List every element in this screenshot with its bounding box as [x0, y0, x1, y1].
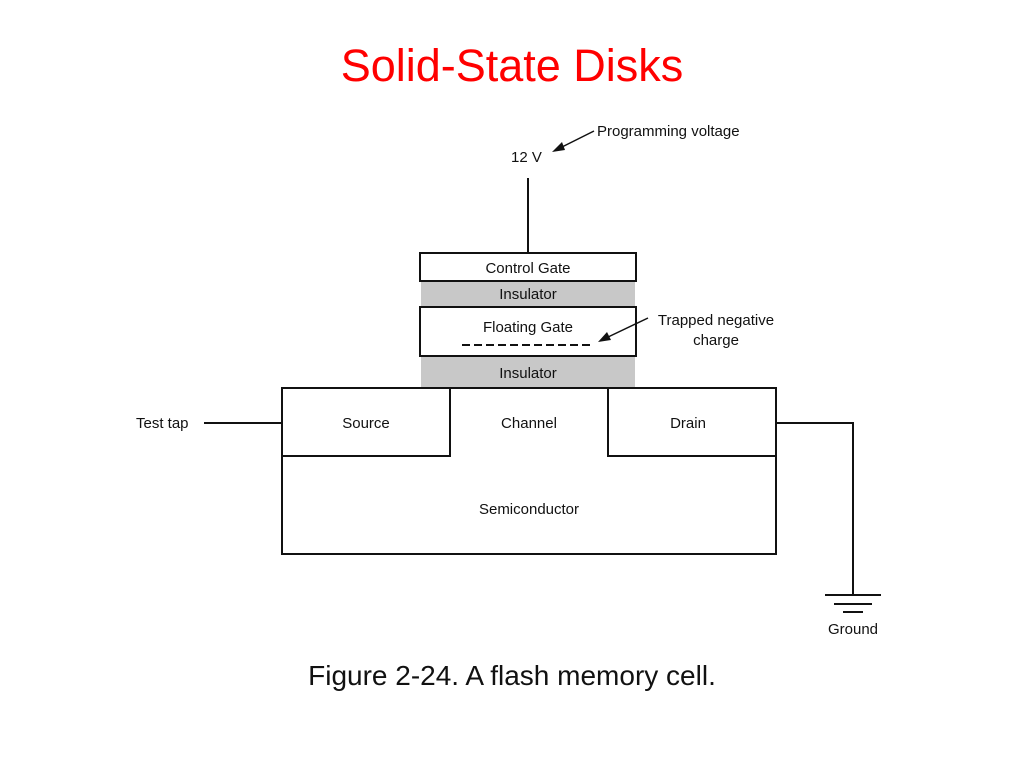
insulator-top-label: Insulator: [499, 286, 557, 303]
floating-gate-box: [419, 306, 637, 357]
ground-wire: [776, 422, 854, 595]
programming-voltage-label: Programming voltage: [597, 123, 740, 140]
insulator-bottom-label: Insulator: [499, 365, 557, 382]
trapped-charge-arrowhead: [598, 332, 611, 342]
semiconductor-label: Semiconductor: [479, 501, 579, 518]
trapped-charge-label-line1: Trapped negative: [658, 312, 774, 329]
figure-caption: Figure 2-24. A flash memory cell.: [308, 660, 716, 691]
source-label: Source: [342, 415, 390, 432]
control-gate-box: [419, 252, 637, 282]
semiconductor-box: [281, 387, 777, 555]
floating-gate-label: Floating Gate: [483, 319, 573, 336]
programming-voltage-arrow: [559, 130, 595, 149]
programming-voltage-arrowhead: [552, 142, 565, 152]
insulator-top-box: [421, 282, 635, 306]
test-tap-label: Test tap: [136, 415, 189, 432]
trapped-charge-arrow: [605, 317, 649, 339]
insulator-bottom-box: [421, 357, 635, 387]
voltage-value: 12 V: [511, 149, 542, 166]
drain-label: Drain: [670, 415, 706, 432]
ground-label: Ground: [828, 621, 878, 638]
control-gate-label: Control Gate: [485, 260, 570, 277]
slide-title: Solid-State Disks: [340, 40, 684, 91]
trapped-charge-label-line2: charge: [693, 332, 739, 349]
channel-label: Channel: [501, 415, 557, 432]
